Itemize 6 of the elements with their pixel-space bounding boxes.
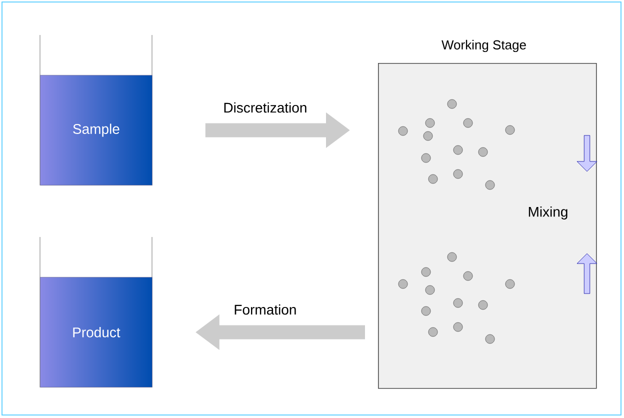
node-label: Working Stage — [442, 40, 526, 52]
mixing-label: Mixing — [528, 206, 568, 220]
beaker: Sample — [40, 34, 152, 186]
beaker: Product — [40, 236, 152, 388]
edge-label: Discretization — [224, 102, 306, 113]
edge-label: Formation — [234, 304, 296, 315]
